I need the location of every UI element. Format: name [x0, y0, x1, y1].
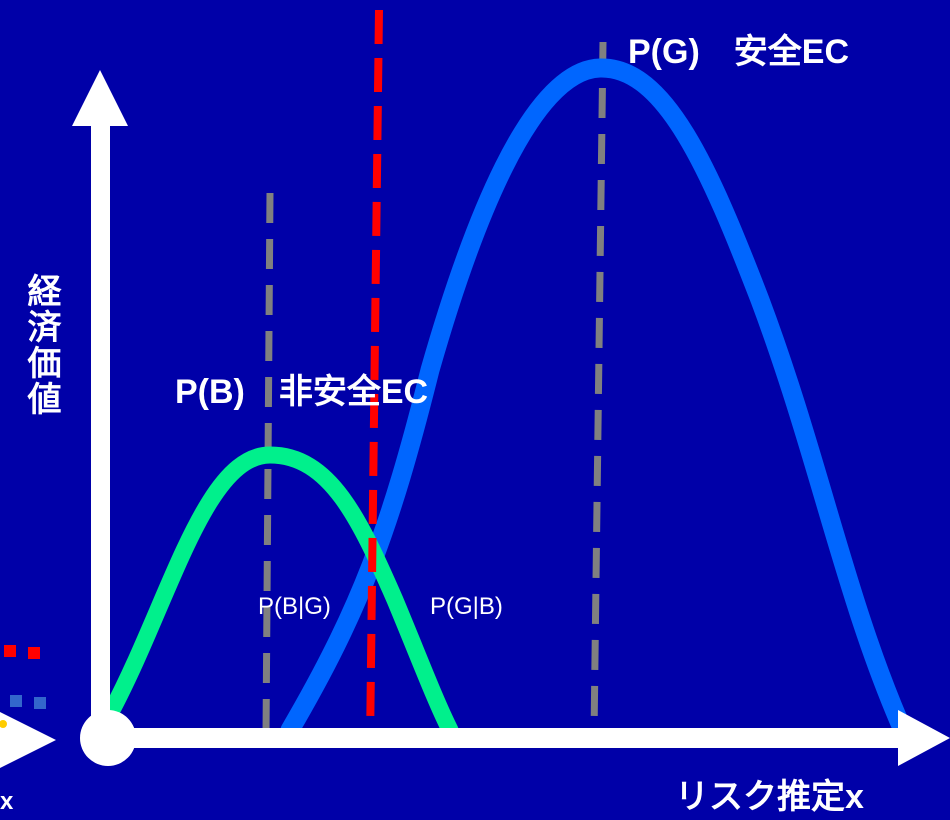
label-p-b-given-g: P(B|G): [258, 593, 331, 620]
x-axis-arrow-icon: [898, 710, 950, 766]
label-y-axis: 経済価値: [22, 273, 60, 417]
left-fragment: [0, 645, 56, 768]
mean-line-good: [590, 41, 607, 736]
mean-line-bad: [262, 192, 274, 736]
fragment-yellow-dot: [0, 720, 7, 728]
label-p-good: P(G) 安全EC: [628, 33, 849, 71]
threshold-line: [366, 9, 383, 746]
fragment-arrow-icon: [0, 712, 56, 768]
y-axis-line: [91, 118, 110, 740]
label-x-fragment: x: [0, 788, 14, 815]
fragment-red-dash-1: [4, 645, 16, 657]
x-axis-line: [108, 728, 908, 748]
fragment-blue-dash-1: [10, 695, 22, 707]
y-axis-arrow-icon: [72, 70, 128, 126]
label-x-axis: リスク推定x: [675, 778, 864, 816]
curve-bad: [103, 446, 459, 739]
origin-circle-icon: [80, 710, 136, 766]
curve-good: [280, 58, 915, 745]
fragment-blue-dash-2: [34, 697, 46, 709]
label-p-bad: P(B) 非安全EC: [175, 373, 429, 411]
label-p-g-given-b: P(G|B): [430, 593, 503, 620]
fragment-red-dash-2: [28, 647, 40, 659]
